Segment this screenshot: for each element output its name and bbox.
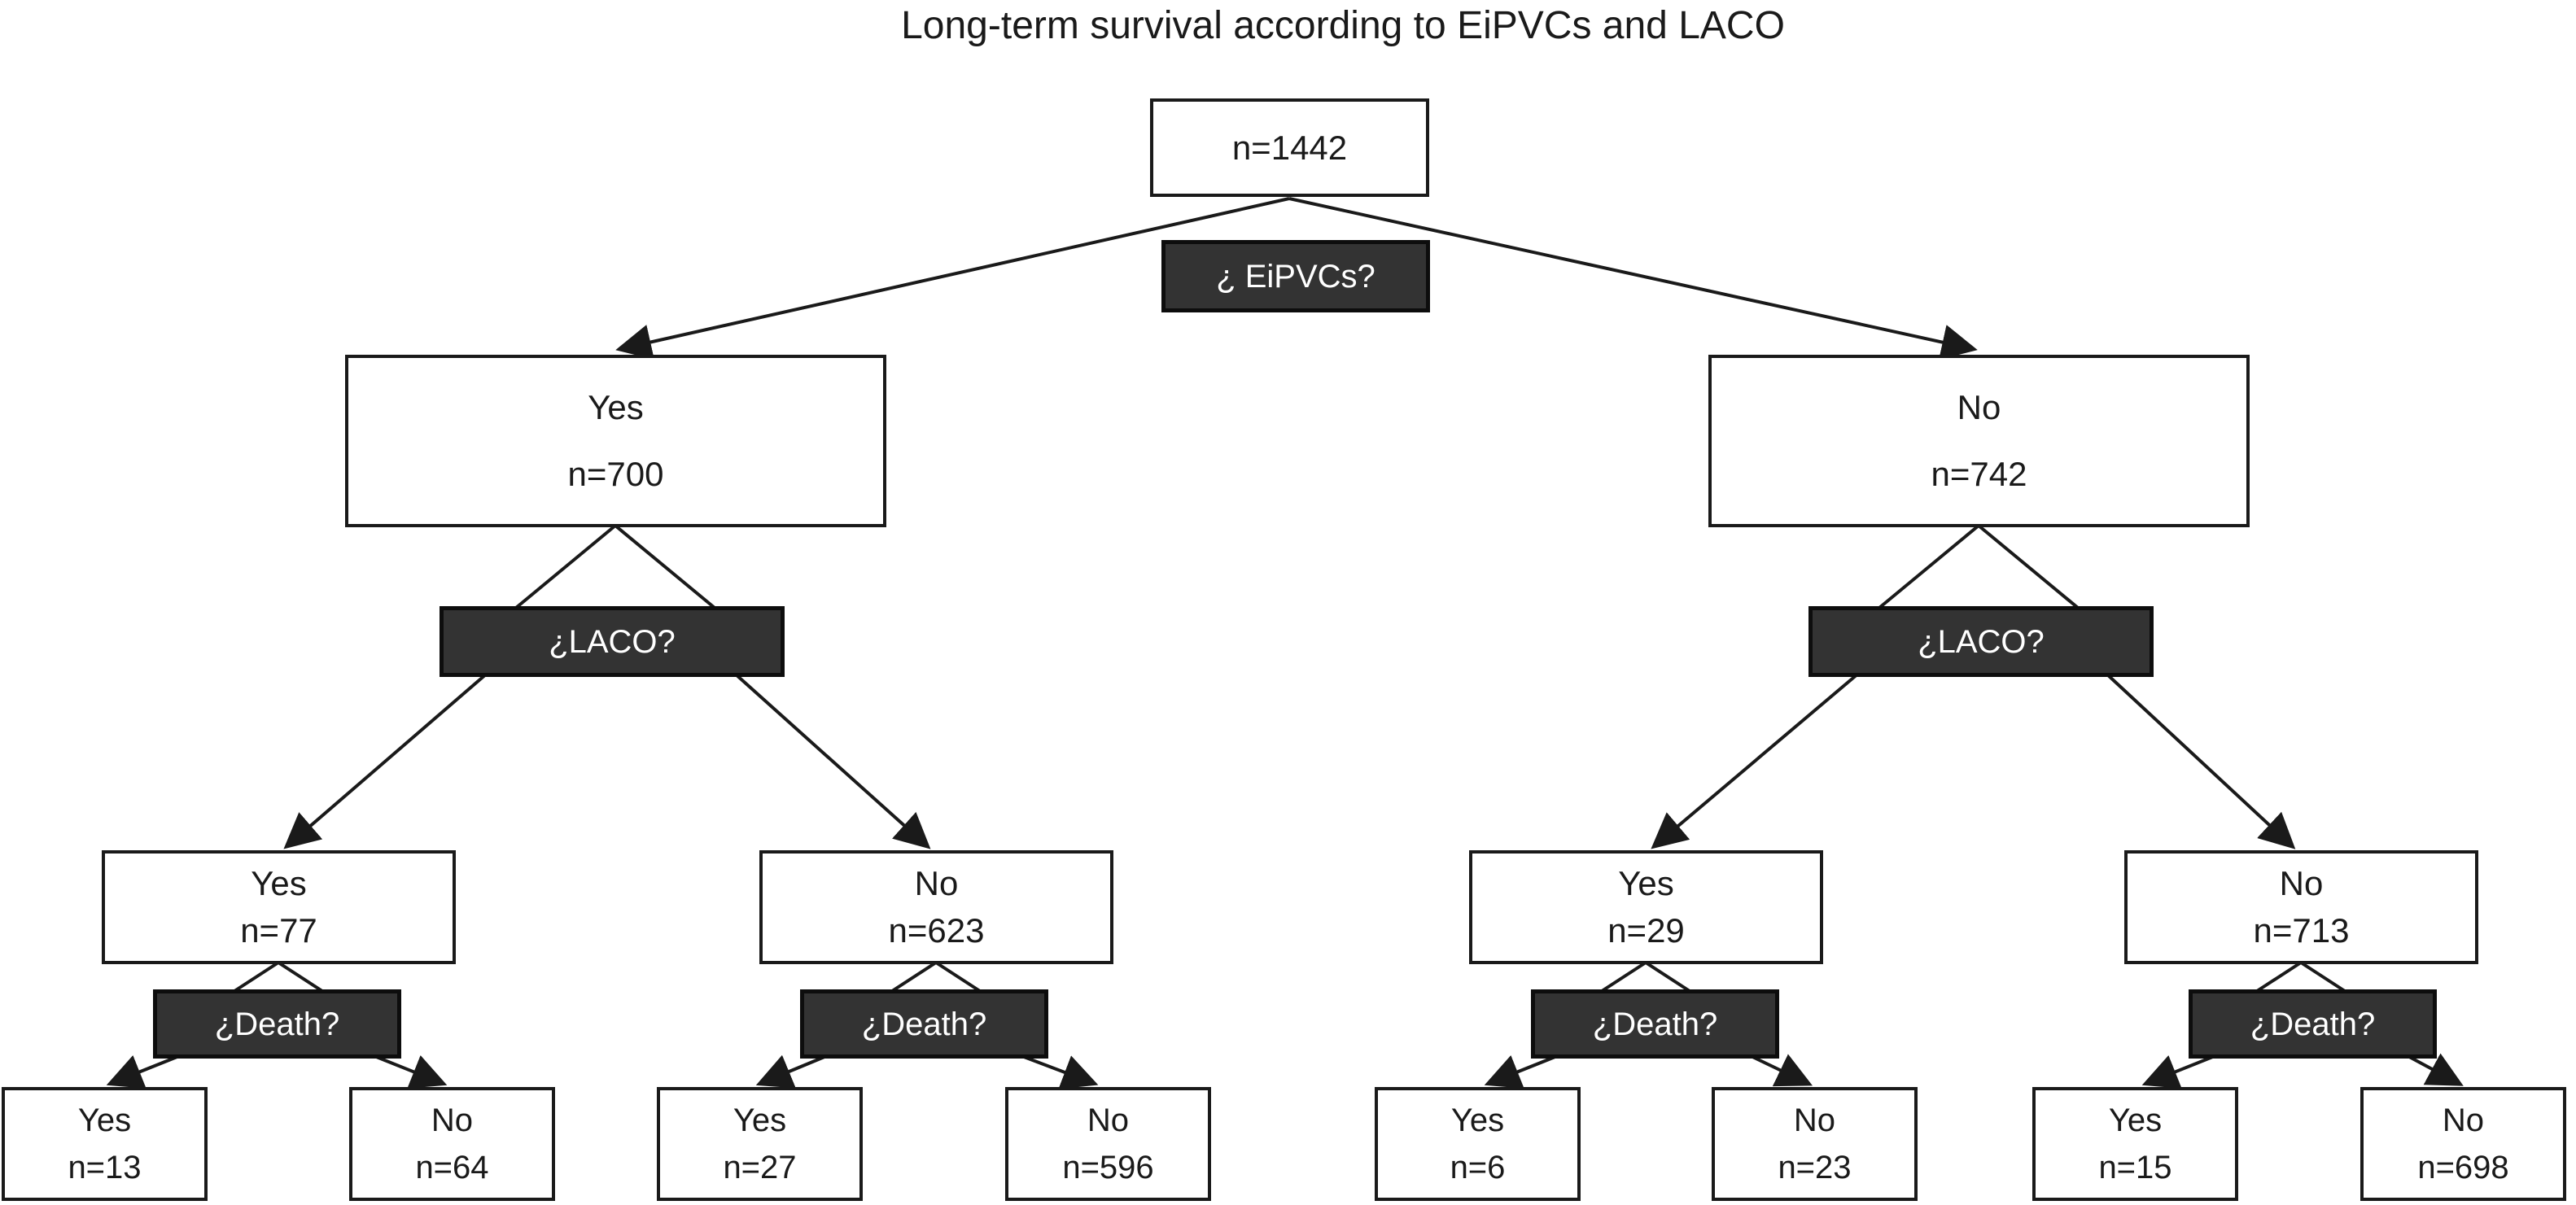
arrow-root-to-yes: [615, 197, 1290, 360]
page-title: Long-term survival according to EiPVCs a…: [901, 4, 1785, 47]
line-yes700-laco-l: [510, 524, 617, 613]
leaf-death2-yes: Yes n=27: [657, 1087, 863, 1201]
node-answer: Yes: [733, 1102, 787, 1139]
node-answer: Yes: [588, 388, 644, 426]
node-eipvcs-yes: Yes n=700: [345, 355, 886, 527]
decision-laco-left: ¿LACO?: [440, 606, 785, 677]
line-yes29-death: [1595, 961, 1647, 996]
node-answer: No: [1957, 388, 2001, 426]
arrow-laco-yes29: [1651, 672, 1860, 849]
line-yes29-death2: [1644, 961, 1696, 996]
decision-label: ¿Death?: [861, 1006, 987, 1042]
node-answer: Yes: [2108, 1102, 2163, 1139]
decision-eipvcs: ¿ EiPVCs?: [1161, 240, 1430, 312]
leaf-death1-yes: Yes n=13: [2, 1087, 208, 1201]
node-count: n=13: [68, 1149, 142, 1185]
leaf-death3-no: No n=23: [1712, 1087, 1918, 1201]
node-answer: Yes: [77, 1102, 132, 1139]
decision-laco-right: ¿LACO?: [1808, 606, 2154, 677]
decision-label: ¿LACO?: [549, 623, 676, 660]
node-count: n=700: [567, 455, 664, 493]
decision-label: ¿ EiPVCs?: [1216, 258, 1375, 295]
node-answer: No: [1793, 1102, 1836, 1139]
node-count: n=742: [1931, 455, 2027, 493]
node-count: n=698: [2417, 1149, 2509, 1185]
line-no713-death: [2250, 961, 2303, 996]
node-count: n=15: [2098, 1149, 2172, 1185]
node-answer: No: [914, 864, 959, 902]
node-count: n=623: [888, 911, 985, 950]
arrow-root-to-no: [1288, 197, 1978, 360]
decision-label: ¿Death?: [214, 1006, 340, 1042]
node-count: n=6: [1450, 1149, 1506, 1185]
decision-death-3: ¿Death?: [1531, 989, 1779, 1059]
node-count: n=27: [723, 1149, 797, 1185]
node-answer: Yes: [1450, 1102, 1505, 1139]
node-laco-no-right: No n=713: [2124, 850, 2478, 964]
node-laco-yes-right: Yes n=29: [1469, 850, 1823, 964]
arrow-laco-yes77: [283, 672, 488, 849]
line-yes77-death: [228, 961, 280, 996]
decision-label: ¿LACO?: [1918, 623, 2045, 660]
node-answer: No: [2279, 864, 2324, 902]
decision-death-2: ¿Death?: [800, 989, 1048, 1059]
node-count: n=23: [1778, 1149, 1852, 1185]
node-answer: No: [1087, 1102, 1130, 1139]
line-no713-death2: [2299, 961, 2351, 996]
node-laco-no-left: No n=623: [759, 850, 1113, 964]
node-count: n=77: [240, 911, 317, 950]
node-eipvcs-no: No n=742: [1708, 355, 2250, 527]
node-root: n=1442: [1150, 98, 1429, 197]
node-count: n=1442: [1231, 128, 1348, 167]
arrow-laco-no713: [2105, 672, 2296, 849]
node-count: n=29: [1607, 911, 1685, 950]
node-answer: Yes: [251, 864, 307, 902]
arrow-laco-no623: [733, 672, 931, 849]
line-no742-laco-r: [1977, 524, 2084, 613]
decision-label: ¿Death?: [2250, 1006, 2376, 1042]
node-answer: Yes: [1618, 864, 1674, 902]
node-answer: No: [431, 1102, 474, 1139]
leaf-death4-yes: Yes n=15: [2032, 1087, 2238, 1201]
leaf-death4-no: No n=698: [2360, 1087, 2566, 1201]
node-count: n=596: [1062, 1149, 1154, 1185]
line-no742-laco-l: [1873, 524, 1980, 613]
decision-death-4: ¿Death?: [2189, 989, 2437, 1059]
line-yes77-death2: [277, 961, 329, 996]
line-no623-death: [886, 961, 938, 996]
decision-label: ¿Death?: [1592, 1006, 1718, 1042]
decision-death-1: ¿Death?: [153, 989, 401, 1059]
node-laco-yes-left: Yes n=77: [102, 850, 456, 964]
line-yes700-laco-r: [614, 524, 721, 613]
node-count: n=713: [2253, 911, 2350, 950]
leaf-death2-no: No n=596: [1005, 1087, 1211, 1201]
leaf-death3-yes: Yes n=6: [1375, 1087, 1581, 1201]
line-no623-death2: [934, 961, 986, 996]
leaf-death1-no: No n=64: [349, 1087, 555, 1201]
node-answer: No: [2442, 1102, 2485, 1139]
node-count: n=64: [415, 1149, 489, 1185]
